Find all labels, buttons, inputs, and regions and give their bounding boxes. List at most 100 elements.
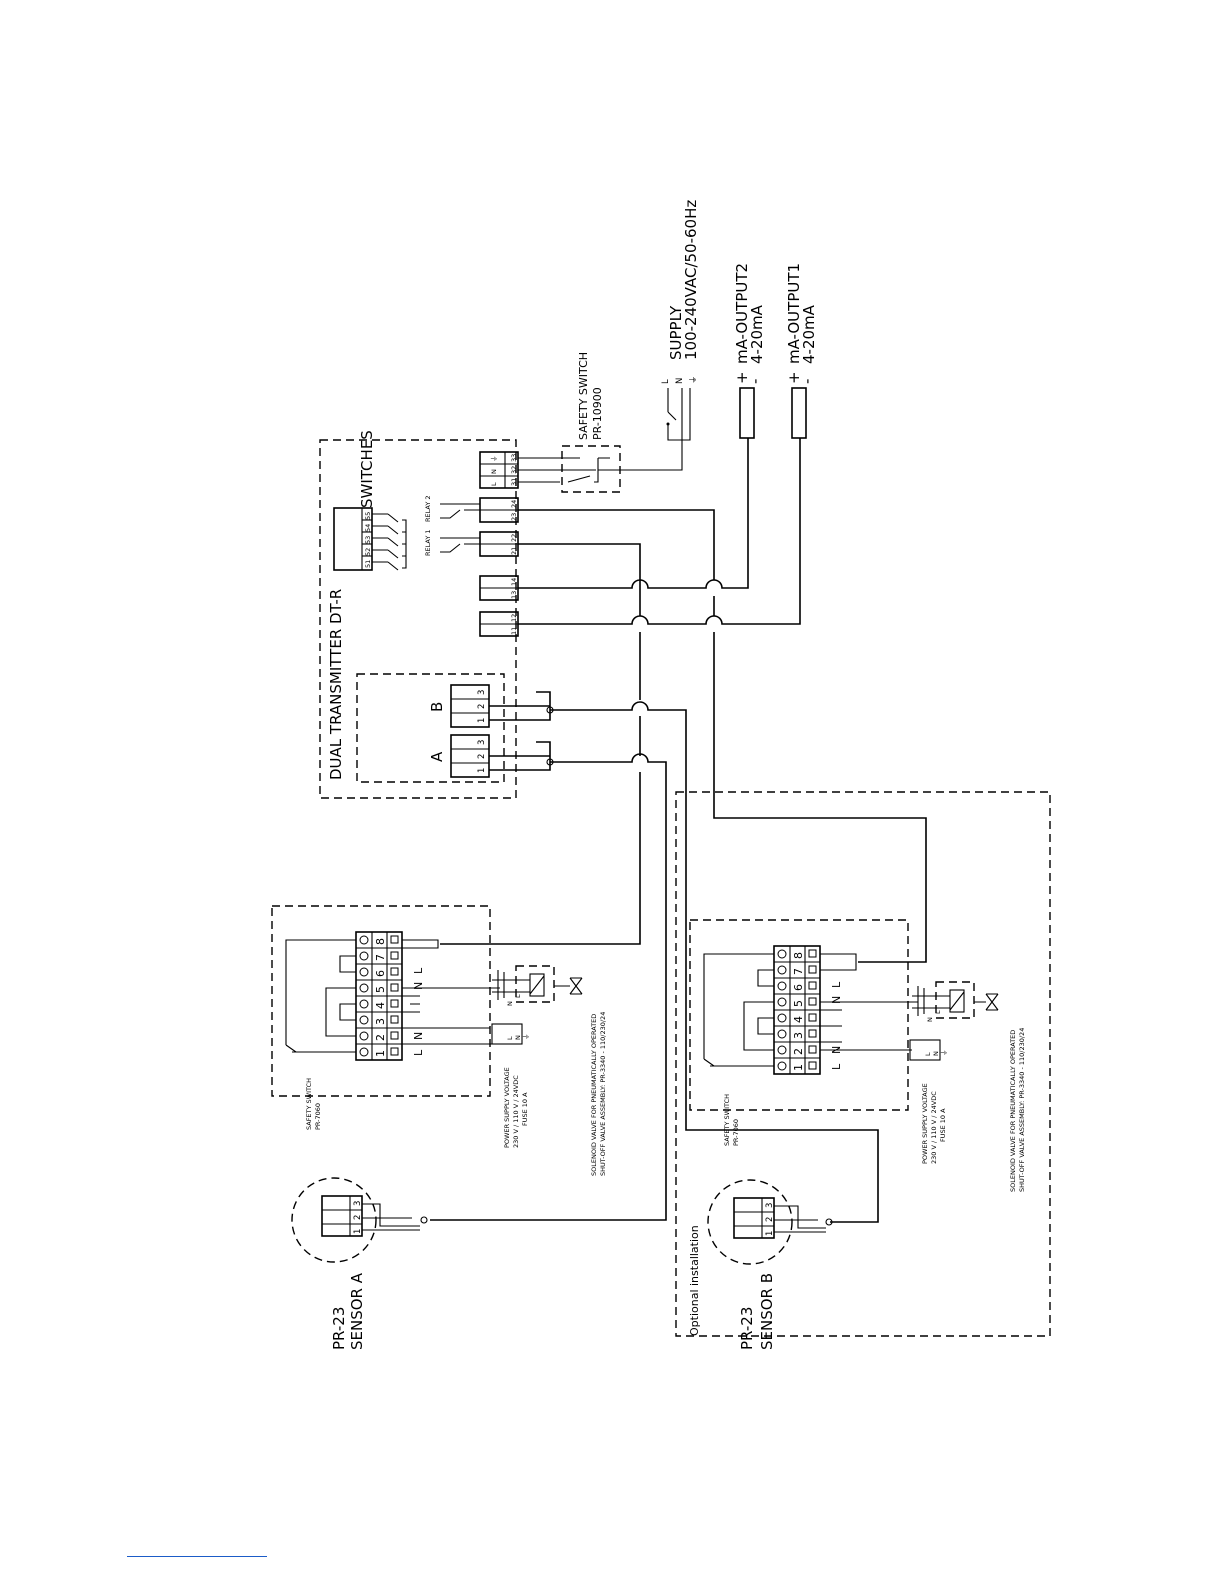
svg-text:L: L	[661, 379, 671, 384]
svg-text:31: 31	[510, 478, 518, 486]
safety-switch-a-part: PR-7060	[314, 1103, 322, 1130]
channel-a-label: A	[428, 751, 446, 762]
safety-switch-a-label: SAFETY SWITCH	[305, 1078, 313, 1130]
output1-range: 4-20mA	[800, 304, 818, 364]
channel-b-label: B	[428, 702, 446, 712]
svg-text:⏚: ⏚	[689, 375, 699, 384]
svg-text:33: 33	[510, 454, 518, 462]
svg-text:12: 12	[510, 614, 518, 622]
svg-text:14: 14	[510, 578, 518, 586]
svg-text:1: 1	[374, 1050, 387, 1057]
svg-text:N: N	[506, 1001, 514, 1006]
ma-outputs: + - mA-OUTPUT2 4-20mA + - mA-OUTPUT1 4-2…	[733, 263, 818, 439]
svg-text:N: N	[412, 1032, 425, 1040]
svg-text:FUSE 10 A: FUSE 10 A	[521, 1092, 529, 1126]
svg-text:L: L	[412, 967, 425, 974]
svg-text:2: 2	[792, 1048, 805, 1055]
svg-text:23: 23	[510, 513, 518, 521]
svg-text:SOLENOID VALVE FOR PNEUMATICAL: SOLENOID VALVE FOR PNEUMATICALLY OPERATE…	[1009, 1030, 1017, 1192]
svg-text:21: 21	[510, 547, 518, 555]
dual-transmitter-block: DUAL TRANSMITTER DT-R A 1 2 3 B 1 2 3 SW…	[319, 430, 519, 799]
svg-text:SOLENOID VALVE FOR PNEUMATICAL: SOLENOID VALVE FOR PNEUMATICALLY OPERATE…	[590, 1014, 598, 1176]
supply-spec: 100-240VAC/50-60Hz	[682, 200, 700, 360]
output-terminals: 11 12 13 14 21 22 23 24 31 32 33 L N ⏚	[424, 451, 519, 637]
svg-text:2: 2	[374, 1034, 387, 1041]
terminal-numbers-b: 1 2 3 4 5 6 7 8	[792, 952, 805, 1071]
svg-text:POWER SUPPLY VOLTAGE: POWER SUPPLY VOLTAGE	[921, 1083, 929, 1164]
svg-text:8: 8	[374, 938, 387, 945]
safety-switch-b-label: SAFETY SWITCH	[723, 1094, 731, 1146]
terminal-numbers-a: 1 2 3 4 5 6 7 8	[374, 938, 387, 1057]
svg-text:1: 1	[765, 1231, 775, 1236]
svg-text:POWER SUPPLY VOLTAGE: POWER SUPPLY VOLTAGE	[503, 1067, 511, 1148]
svg-text:3: 3	[374, 1018, 387, 1025]
switches-terminal-block: SWITCHES 51 52 53 54 55	[333, 430, 407, 571]
supply-label: SUPPLY	[667, 305, 685, 360]
sensor-a-switch-box: 1 2 3 4 5 6 7 8 L N N L SAFETY SWITCH PR…	[271, 905, 607, 1176]
svg-text:2: 2	[477, 704, 487, 709]
svg-text:L: L	[490, 482, 498, 486]
svg-text:7: 7	[792, 968, 805, 975]
svg-text:6: 6	[374, 970, 387, 977]
svg-text:N: N	[514, 1035, 522, 1040]
svg-text:1: 1	[353, 1229, 363, 1234]
svg-text:5: 5	[792, 1000, 805, 1007]
svg-text:3: 3	[765, 1203, 775, 1208]
svg-text:52: 52	[364, 548, 372, 556]
svg-text:N: N	[932, 1051, 940, 1056]
dual-transmitter-label: DUAL TRANSMITTER DT-R	[327, 589, 345, 780]
channel-a-terminals: A 1 2 3	[428, 734, 490, 778]
relay1-label: RELAY 1	[424, 529, 432, 556]
svg-text:230 V / 110 V / 24VDC: 230 V / 110 V / 24VDC	[930, 1091, 938, 1164]
svg-text:L: L	[924, 1052, 932, 1056]
switches-label: SWITCHES	[358, 430, 376, 508]
wiring	[430, 438, 927, 1223]
svg-text:32: 32	[510, 466, 518, 474]
optional-installation: Optional installation 1 2 3 4 5 6 7 8 L …	[675, 791, 1051, 1350]
svg-text:2: 2	[353, 1215, 363, 1220]
sensor-a-label: SENSOR A	[348, 1272, 366, 1350]
svg-text:L: L	[830, 1063, 843, 1070]
svg-text:L: L	[830, 981, 843, 988]
svg-text:⏚: ⏚	[940, 1050, 948, 1057]
output1-label: mA-OUTPUT1	[785, 263, 803, 364]
svg-text:3: 3	[792, 1032, 805, 1039]
svg-text:2: 2	[477, 754, 487, 759]
svg-text:L: L	[934, 1010, 942, 1014]
svg-text:13: 13	[510, 591, 518, 599]
svg-text:11: 11	[510, 627, 518, 635]
svg-text:22: 22	[510, 534, 518, 542]
output2-range: 4-20mA	[748, 304, 766, 364]
safety-switch-main: SAFETY SWITCH PR-10900 L N ⏚ SUPPLY 100-…	[518, 200, 700, 493]
svg-text:-: -	[798, 379, 816, 384]
svg-text:FUSE 10 A: FUSE 10 A	[939, 1108, 947, 1142]
svg-text:⏚: ⏚	[522, 1034, 530, 1041]
channel-b-terminals: B 1 2 3	[428, 684, 490, 728]
svg-text:N: N	[490, 469, 498, 474]
svg-text:54: 54	[364, 524, 372, 532]
svg-text:7: 7	[374, 954, 387, 961]
safety-switch-part: PR-10900	[591, 387, 604, 440]
optional-label: Optional installation	[688, 1225, 701, 1336]
svg-text:⏚: ⏚	[490, 456, 498, 463]
svg-text:N: N	[412, 982, 425, 990]
svg-text:1: 1	[477, 718, 487, 723]
svg-text:2: 2	[765, 1217, 775, 1222]
output2-label: mA-OUTPUT2	[733, 263, 751, 364]
sensor-a: 1 2 3 PR-23 SENSOR A	[291, 1177, 428, 1350]
relay2-label: RELAY 2	[424, 495, 432, 522]
svg-text:L: L	[412, 1049, 425, 1056]
svg-text:4: 4	[792, 1016, 805, 1023]
svg-text:5: 5	[374, 986, 387, 993]
svg-text:3: 3	[477, 740, 487, 745]
sensor-b-label: SENSOR B	[758, 1273, 776, 1350]
svg-text:N: N	[675, 378, 685, 384]
svg-text:+: +	[733, 371, 751, 384]
svg-text:1: 1	[792, 1064, 805, 1071]
svg-text:4: 4	[374, 1002, 387, 1009]
svg-text:SHUT-OFF VALVE ASSEMBLY: PR-3: SHUT-OFF VALVE ASSEMBLY: PR-3340 - 110/2…	[1018, 1028, 1026, 1192]
svg-text:L: L	[506, 1036, 514, 1040]
sensor-b: 1 2 3 PR-23 SENSOR B	[707, 1179, 833, 1350]
svg-text:6: 6	[792, 984, 805, 991]
safety-switch-b-part: PR-7060	[732, 1119, 740, 1146]
